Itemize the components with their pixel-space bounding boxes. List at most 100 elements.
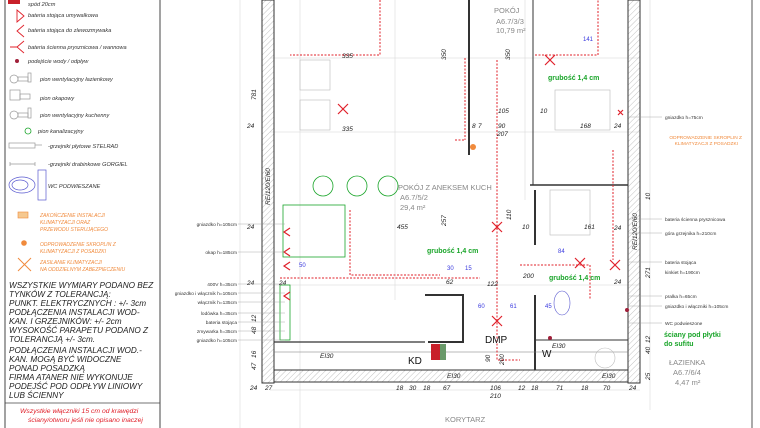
legend-orange-label: PRZEWODU STERUJĄCEGO xyxy=(40,227,108,233)
legend-label: pion wentylacyjny kuchenny xyxy=(39,113,111,119)
wc-icon xyxy=(8,169,47,201)
svg-text:włącznik h=135cm: włącznik h=135cm xyxy=(198,300,237,306)
legend-label: pion kanalizacyjny xyxy=(37,129,85,135)
svg-text:EI30: EI30 xyxy=(602,373,616,380)
svg-text:161: 161 xyxy=(584,224,595,231)
svg-text:ODPROWADZENIE SKROPLIN Z: ODPROWADZENIE SKROPLIN Z xyxy=(669,135,742,141)
svg-text:gniazdko h=105cm: gniazdko h=105cm xyxy=(197,338,237,344)
svg-text:18: 18 xyxy=(423,385,431,392)
svg-text:71: 71 xyxy=(556,385,564,392)
svg-text:271: 271 xyxy=(645,267,652,279)
svg-text:12: 12 xyxy=(518,385,526,392)
svg-text:24: 24 xyxy=(613,225,622,232)
vent-kitchen-icon xyxy=(9,107,32,120)
sewer-riser-icon xyxy=(24,127,32,135)
svg-text:KAN. I GRZEJNIKÓW: +/- 2cm: KAN. I GRZEJNIKÓW: +/- 2cm xyxy=(9,316,122,326)
svg-text:gniazdko i włączniki h=105cm: gniazdko i włączniki h=105cm xyxy=(665,304,728,310)
switch-note: ściany/otworu jeśli nie opisano inaczej xyxy=(28,417,143,424)
svg-text:18: 18 xyxy=(531,385,539,392)
svg-text:67: 67 xyxy=(443,385,451,392)
installation-routes xyxy=(280,0,614,361)
socket-markers xyxy=(282,54,624,327)
svg-text:ściany pod płytki: ściany pod płytki xyxy=(664,332,721,339)
svg-text:PODEJŚĆ POD ODPŁYW LINIOWY: PODEJŚĆ POD ODPŁYW LINIOWY xyxy=(9,380,143,391)
svg-text:EI30: EI30 xyxy=(552,343,566,350)
svg-text:48: 48 xyxy=(251,326,258,334)
washer-label: W xyxy=(542,349,552,360)
svg-text:350: 350 xyxy=(441,49,448,60)
svg-text:90: 90 xyxy=(498,123,506,130)
svg-text:WYSOKOŚĆ PARAPETU PODANO Z: WYSOKOŚĆ PARAPETU PODANO Z xyxy=(9,324,149,335)
svg-text:bateria stojąca: bateria stojąca xyxy=(665,260,697,266)
room-label-pokoj-aneks: POKÓJ Z ANEKSEM KUCH A6.7/5/2 29,4 m² xyxy=(398,183,492,212)
svg-text:24: 24 xyxy=(246,123,255,130)
legend-orange-label: KLIMATYZACJI ORAZ xyxy=(40,220,91,226)
svg-text:210: 210 xyxy=(489,393,501,400)
svg-text:15: 15 xyxy=(465,266,472,272)
legend-label: -grzejniki drabinkowe GORGIEL xyxy=(48,162,128,168)
fridge-label: KD xyxy=(408,356,422,367)
legend-orange-label: ODPROWADZENIE SKROPLIN Z xyxy=(40,242,117,248)
kitchen-units xyxy=(279,175,399,341)
svg-text:24: 24 xyxy=(613,279,622,286)
svg-text:16: 16 xyxy=(251,350,258,358)
svg-text:kinkiet h=190cm: kinkiet h=190cm xyxy=(665,270,700,276)
svg-text:A6.7/6/4: A6.7/6/4 xyxy=(673,368,701,377)
thickness-label: grubość 1,4 cm xyxy=(549,275,600,282)
legend-label: bateria stojąca do zlewozmywaka xyxy=(28,28,111,34)
condensate-point-icon xyxy=(470,144,476,150)
svg-text:8: 8 xyxy=(472,123,476,130)
svg-text:122: 122 xyxy=(487,281,498,288)
svg-text:18: 18 xyxy=(396,385,404,392)
ac-power-icon xyxy=(17,257,32,272)
svg-text:FIRMA ATANER NIE WYKONUJE: FIRMA ATANER NIE WYKONUJE xyxy=(9,373,133,382)
svg-text:62: 62 xyxy=(446,279,454,286)
svg-text:do sufitu: do sufitu xyxy=(664,341,694,348)
svg-text:EI30: EI30 xyxy=(447,373,461,380)
svg-text:TOLERANCJĄ +/- 3cm.: TOLERANCJĄ +/- 3cm. xyxy=(9,335,95,344)
svg-text:A6.7/3/3: A6.7/3/3 xyxy=(496,17,524,26)
svg-text:400V h=35cm: 400V h=35cm xyxy=(207,282,237,288)
svg-text:POKÓJ: POKÓJ xyxy=(494,6,520,15)
legend-label: bateria ścienna prysznicowa / wannowa xyxy=(28,45,127,51)
svg-text:141: 141 xyxy=(583,37,594,43)
svg-text:24: 24 xyxy=(628,385,637,392)
faucet-basin-icon xyxy=(16,9,25,23)
ladder-radiator-icon xyxy=(9,162,36,166)
svg-text:168: 168 xyxy=(580,123,591,130)
thickness-label: grubość 1,4 cm xyxy=(427,248,478,255)
legend-orange-label: KLIMATYZACJI Z POSADZKI xyxy=(40,249,107,255)
svg-text:29,4 m²: 29,4 m² xyxy=(400,203,426,212)
legend-orange-label: ZASILANIE KLIMATYZACJI xyxy=(39,260,102,266)
svg-text:12: 12 xyxy=(645,335,652,343)
vent-bathroom-icon xyxy=(9,72,32,84)
furniture-outlines xyxy=(299,59,616,369)
svg-text:335: 335 xyxy=(342,53,353,60)
svg-text:zmywarka h=35cm: zmywarka h=35cm xyxy=(197,329,237,335)
svg-text:110: 110 xyxy=(506,209,513,220)
svg-text:84: 84 xyxy=(558,249,565,255)
condensate-icon xyxy=(21,240,27,246)
svg-text:lodówka h=35cm: lodówka h=35cm xyxy=(201,311,237,317)
svg-text:PONAD POSADZKĄ: PONAD POSADZKĄ xyxy=(9,364,86,373)
svg-text:7: 7 xyxy=(478,123,482,130)
svg-text:KLIMATYZACJI Z POSADZKI: KLIMATYZACJI Z POSADZKI xyxy=(675,141,738,147)
door-label: DMP xyxy=(485,335,508,346)
door-height: 200 xyxy=(499,354,506,366)
svg-text:10: 10 xyxy=(522,224,530,231)
room-label-pokoj: POKÓJ A6.7/3/3 10,79 m² xyxy=(494,6,526,35)
legend-panel: spód 20cm bateria stojąca umywalkowa bat… xyxy=(4,0,161,428)
svg-text:61: 61 xyxy=(510,304,517,310)
legend-label: spód 20cm xyxy=(28,2,56,8)
svg-text:PODŁĄCZENIA INSTALACJI WOD.-: PODŁĄCZENIA INSTALACJI WOD.- xyxy=(9,346,142,355)
svg-text:10: 10 xyxy=(645,192,652,200)
svg-text:KAN. MOGĄ BYĆ WIDOCZNE: KAN. MOGĄ BYĆ WIDOCZNE xyxy=(9,354,122,364)
svg-text:bateria stojąca: bateria stojąca xyxy=(206,320,238,326)
svg-text:350: 350 xyxy=(505,49,512,60)
svg-text:REI120/EI60: REI120/EI60 xyxy=(632,213,639,250)
svg-text:200: 200 xyxy=(522,273,534,280)
svg-text:781: 781 xyxy=(251,89,258,100)
legend-orange-label: NA ODDZIELNYM ZABEZPIECZENIU xyxy=(40,267,125,273)
grid-lines xyxy=(239,0,651,428)
svg-text:4,47 m²: 4,47 m² xyxy=(675,378,701,387)
